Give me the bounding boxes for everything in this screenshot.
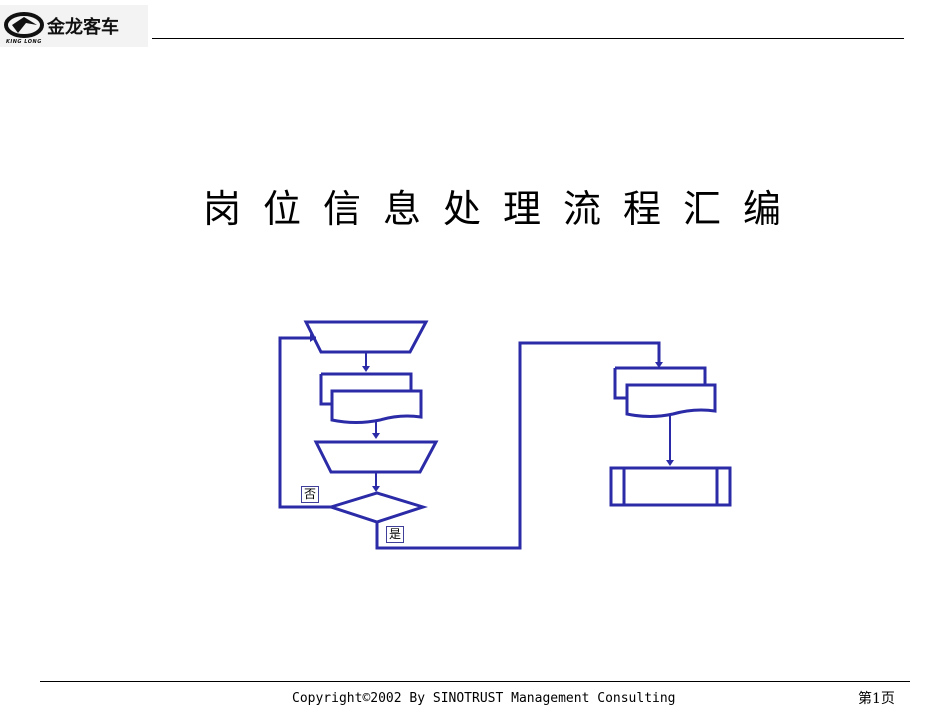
arrowhead-5 <box>655 362 663 368</box>
arrowhead-3 <box>372 486 380 492</box>
company-logo: 金龙客车 KING LONG <box>0 5 148 47</box>
copyright-text: Copyright©2002 By SINOTRUST Management C… <box>292 691 676 706</box>
arrowhead-2 <box>372 433 380 439</box>
arrowhead-4 <box>310 334 316 342</box>
logo-chinese-name: 金龙客车 <box>47 17 119 38</box>
flow-trapezoid-bottom <box>313 440 439 474</box>
arrowhead-6 <box>666 460 674 466</box>
flow-yes-path-line <box>375 341 661 550</box>
decision-yes-label: 是 <box>386 526 404 543</box>
flow-document-front-right <box>625 383 717 418</box>
footer-divider <box>40 681 910 682</box>
flow-document-back-right <box>613 366 707 400</box>
flow-loop-back-line <box>278 336 331 509</box>
flow-process-box <box>609 466 732 507</box>
page-number: 第1页 <box>858 691 895 707</box>
logo-english-name: KING LONG <box>6 39 42 45</box>
page-title: 岗位信息处理流程汇编 <box>203 187 804 231</box>
flow-document-front <box>330 389 423 424</box>
header-divider <box>152 38 904 39</box>
flow-document-back <box>319 372 413 406</box>
flow-trapezoid-top <box>303 320 429 354</box>
decision-no-label: 否 <box>301 486 319 503</box>
king-long-emblem-icon <box>4 12 44 38</box>
arrowhead-1 <box>362 366 370 372</box>
flow-decision-diamond <box>326 491 428 524</box>
